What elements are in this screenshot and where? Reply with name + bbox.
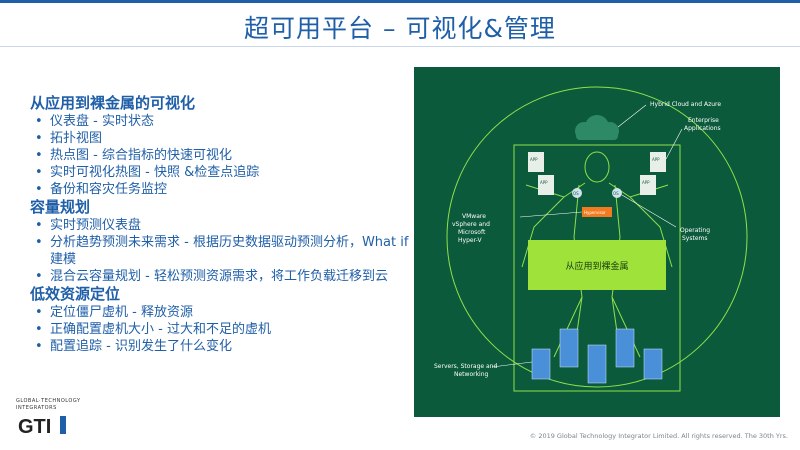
server-stack-icon (531, 328, 663, 384)
gti-logo-icon: GTI (18, 416, 66, 438)
label-operating-systems: Operating (680, 227, 710, 234)
hypervisor-tag: Hypervisor (584, 210, 606, 215)
title-divider (0, 46, 800, 47)
label-enterprise-apps-line2: Applications (684, 125, 721, 132)
label-enterprise-apps: Enterprise (688, 117, 719, 124)
app-tag: APP (540, 180, 548, 185)
os-disk-icon (572, 188, 622, 198)
logo-line-1: GLOBAL·TECHNOLOGY (16, 398, 81, 404)
callout-line (491, 361, 533, 368)
bullet-list: 定位僵尸虚机 - 释放资源 正确配置虚机大小 - 过大和不足的虚机 配置追踪 -… (30, 304, 420, 355)
section-heading: 容量规划 (30, 198, 91, 216)
center-label: 从应用到裸金属 (565, 261, 629, 272)
app-tag: APP (642, 180, 650, 185)
slide-title: 超可用平台 – 可视化&管理 (244, 14, 556, 43)
section-visualization: 从应用到裸金属的可视化 仪表盘 - 实时状态 拓扑视图 热点图 - 综合指标的快… (30, 94, 420, 198)
content-outline: 从应用到裸金属的可视化 仪表盘 - 实时状态 拓扑视图 热点图 - 综合指标的快… (30, 94, 420, 355)
outer-circle (446, 86, 748, 388)
hypervisor-chip-icon (582, 207, 612, 217)
center-label-box: 从应用到裸金属 (528, 240, 666, 290)
bullet-item: 实时可视化热图 - 快照 &检查点追踪 (30, 164, 420, 181)
os-tag: OS (613, 191, 619, 196)
callout-line (617, 104, 647, 128)
label-vmware-line2: vSphere and (452, 221, 490, 228)
bullet-item: 实时预测仪表盘 (30, 217, 420, 234)
app-tag: APP (530, 157, 538, 162)
bullet-item: 拓扑视图 (30, 130, 420, 147)
bullet-item: 配置追踪 - 识别发生了什么变化 (30, 338, 420, 355)
callout-line (519, 211, 583, 218)
bullet-item: 热点图 - 综合指标的快速可视化 (30, 147, 420, 164)
architecture-diagram: Hybrid Cloud and Azure Enterprise Applic… (414, 67, 780, 417)
cloud-icon (575, 115, 619, 140)
bullet-list: 实时预测仪表盘 分析趋势预测未来需求 - 根据历史数据驱动预测分析，What i… (30, 217, 420, 285)
app-card-icon (528, 152, 666, 195)
label-vmware: VMware (462, 213, 486, 220)
copyright-notice: © 2019 Global Technology Integrator Limi… (529, 432, 788, 440)
logo-line-2: INTEGRATORS (16, 405, 57, 411)
app-tag: APP (652, 157, 660, 162)
section-inefficient-resources: 低效资源定位 定位僵尸虚机 - 释放资源 正确配置虚机大小 - 过大和不足的虚机… (30, 285, 420, 355)
bullet-item: 定位僵尸虚机 - 释放资源 (30, 304, 420, 321)
os-tag: OS (573, 191, 579, 196)
callout-line (621, 194, 677, 228)
top-accent-rule (0, 0, 800, 3)
outer-square (513, 144, 681, 392)
company-logo: GLOBAL·TECHNOLOGY INTEGRATORS GTI (16, 398, 86, 440)
label-operating-systems-line2: Systems (682, 235, 708, 242)
label-hybrid-cloud: Hybrid Cloud and Azure (650, 101, 722, 108)
label-vmware-line4: Hyper-V (458, 237, 482, 244)
bullet-item: 分析趋势预测未来需求 - 根据历史数据驱动预测分析，What if 建模 (30, 234, 420, 268)
label-servers: Servers, Storage and (434, 363, 498, 370)
label-vmware-line3: Microsoft (458, 229, 486, 236)
diagram-artwork (446, 86, 748, 392)
section-heading: 从应用到裸金属的可视化 (30, 94, 196, 112)
label-servers-line2: Networking (454, 371, 489, 378)
bullet-item: 仪表盘 - 实时状态 (30, 113, 420, 130)
section-capacity-planning: 容量规划 实时预测仪表盘 分析趋势预测未来需求 - 根据历史数据驱动预测分析，W… (30, 198, 420, 285)
bullet-item: 正确配置虚机大小 - 过大和不足的虚机 (30, 321, 420, 338)
bullet-item: 混合云容量规划 - 轻松预测资源需求，将工作负载迁移到云 (30, 268, 420, 285)
section-heading: 低效资源定位 (30, 285, 121, 303)
bullet-list: 仪表盘 - 实时状态 拓扑视图 热点图 - 综合指标的快速可视化 实时可视化热图… (30, 113, 420, 198)
callout-line (665, 128, 683, 160)
bullet-item: 备份和容灾任务监控 (30, 181, 420, 198)
svg-text:GTI: GTI (18, 416, 51, 436)
